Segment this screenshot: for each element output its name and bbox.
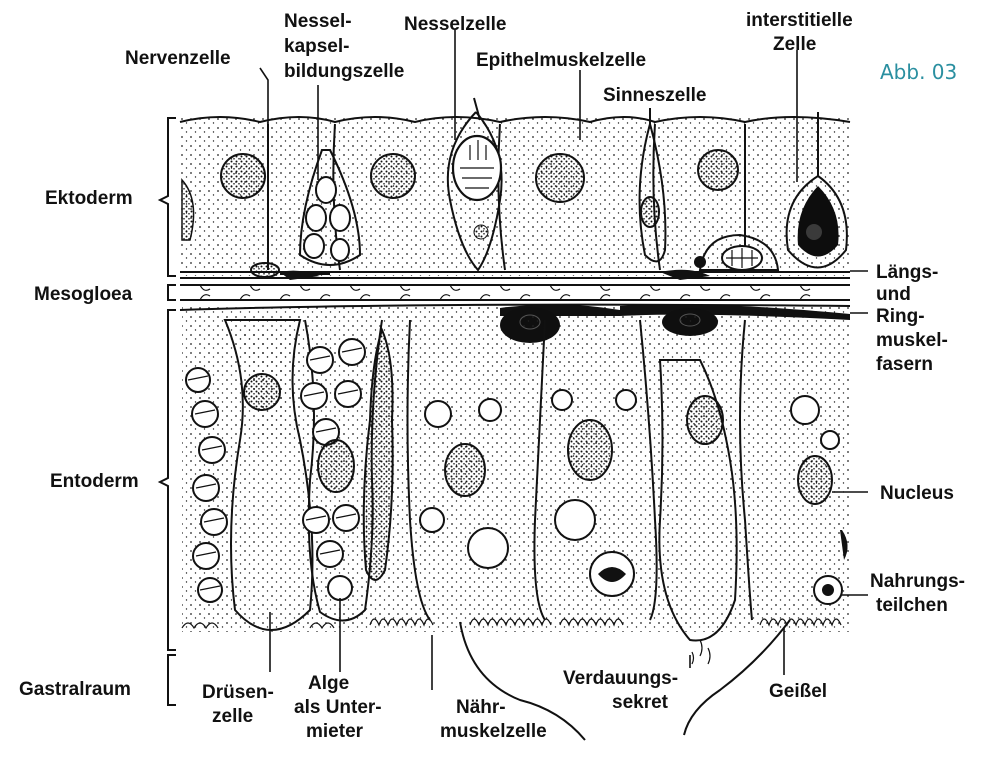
ectoderm-layer	[180, 98, 850, 280]
label-nucleus: Nucleus	[880, 483, 954, 504]
label-druesenzelle-2: zelle	[212, 706, 253, 727]
entoderm-layer	[180, 304, 850, 740]
label-verdauung-1: Verdauungs-	[563, 668, 678, 689]
label-ektoderm: Ektoderm	[45, 188, 133, 209]
flagellum-right	[684, 620, 790, 735]
label-interstitielle-2: Zelle	[773, 34, 816, 55]
label-alge-2: als Unter-	[294, 697, 382, 718]
label-ringmuskel-1: Ring-	[876, 306, 925, 327]
label-ringmuskel-3: fasern	[876, 354, 933, 375]
secretion-droplets	[692, 640, 710, 664]
label-laengs-1: Längs-	[876, 262, 938, 283]
label-gastralraum: Gastralraum	[19, 679, 131, 700]
label-alge-3: mieter	[306, 721, 364, 742]
figure-label: Abb. 03	[880, 60, 957, 84]
label-nahrung-1: Nahrungs-	[870, 571, 965, 592]
label-ringmuskel-2: muskel-	[876, 330, 948, 351]
label-verdauung-2: sekret	[612, 692, 669, 713]
label-druesenzelle-1: Drüsen-	[202, 682, 274, 703]
label-nahrung-2: teilchen	[876, 595, 948, 616]
mesogloea-layer	[180, 285, 850, 300]
label-epithelmuskelzelle: Epithelmuskelzelle	[476, 50, 646, 71]
label-mesogloea: Mesogloea	[34, 284, 133, 305]
label-nesselkapsel-3: bildungszelle	[284, 61, 404, 82]
label-nesselkapsel-1: Nessel-	[284, 11, 352, 32]
label-entoderm: Entoderm	[50, 471, 139, 492]
label-geissel: Geißel	[769, 681, 827, 702]
label-naehr-2: muskelzelle	[440, 721, 547, 742]
label-alge-1: Alge	[308, 673, 349, 694]
label-sinneszelle: Sinneszelle	[603, 85, 707, 106]
label-laengs-2: und	[876, 284, 911, 305]
label-interstitielle-1: interstitielle	[746, 10, 853, 31]
label-nesselkapsel-2: kapsel-	[284, 36, 349, 57]
label-nervenzelle: Nervenzelle	[125, 48, 231, 69]
layer-brackets	[160, 118, 176, 705]
label-naehr-1: Nähr-	[456, 697, 506, 718]
label-nesselzelle: Nesselzelle	[404, 14, 506, 35]
